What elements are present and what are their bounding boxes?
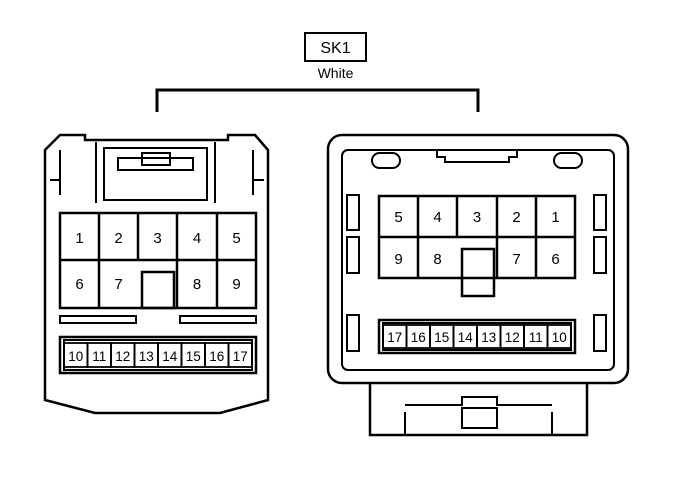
- right-middle-row: 9 8 7 6: [394, 251, 559, 268]
- pin-label: 15: [434, 330, 449, 345]
- pin-label: 5: [232, 230, 240, 247]
- pin-label: 16: [411, 330, 426, 345]
- pin-label: 2: [114, 230, 122, 247]
- pin-label: 17: [233, 349, 248, 364]
- pin-label: 6: [551, 251, 559, 268]
- left-connector-housing: [43, 133, 270, 415]
- pin-label: 17: [387, 330, 402, 345]
- connector-color: White: [318, 65, 354, 81]
- pin-label: 6: [75, 276, 83, 293]
- pin-label: 8: [433, 251, 441, 268]
- pin-label: 16: [209, 349, 224, 364]
- connector-id: SK1: [320, 40, 350, 57]
- pin-label: 10: [552, 330, 567, 345]
- left-middle-row: 6 7 8 9: [75, 276, 240, 293]
- pin-label: 4: [433, 209, 441, 226]
- right-connector-housing: [326, 133, 630, 385]
- pin-label: 1: [551, 209, 559, 226]
- pin-label: 13: [481, 330, 496, 345]
- right-bottom-row: 17 16 15 14 13 12 11 10: [382, 324, 572, 349]
- pin-label: 14: [162, 349, 178, 364]
- pin-cell: [227, 342, 253, 368]
- pin-label: 7: [114, 276, 122, 293]
- pin-label: 4: [193, 230, 201, 247]
- pin-label: 1: [75, 230, 83, 247]
- pin-label: 13: [139, 349, 154, 364]
- left-bottom-row: 10 11 12 13 14 15 16 17: [63, 342, 253, 368]
- pin-label: 12: [115, 349, 130, 364]
- pin-label: 7: [512, 251, 520, 268]
- pin-label: 2: [512, 209, 520, 226]
- pin-label: 11: [92, 349, 106, 364]
- pin-label: 8: [193, 276, 201, 293]
- pin-label: 3: [153, 230, 161, 247]
- connector-bracket: [155, 88, 480, 112]
- right-connector: [326, 133, 630, 437]
- pin-label: 15: [186, 349, 201, 364]
- left-top-row: 1 2 3 4 5: [75, 230, 240, 247]
- pin-label: 11: [529, 330, 543, 345]
- pin-label: 14: [458, 330, 474, 345]
- left-connector: [43, 133, 270, 415]
- pin-label: 3: [473, 209, 481, 226]
- pin-label: 9: [232, 276, 240, 293]
- pin-label: 9: [394, 251, 402, 268]
- connector-id-box: [304, 32, 367, 62]
- pin-label: 5: [394, 209, 402, 226]
- pin-cell: [546, 324, 572, 349]
- pin-label: 12: [505, 330, 520, 345]
- pin-label: 10: [68, 349, 83, 364]
- right-top-row: 5 4 3 2 1: [394, 209, 559, 226]
